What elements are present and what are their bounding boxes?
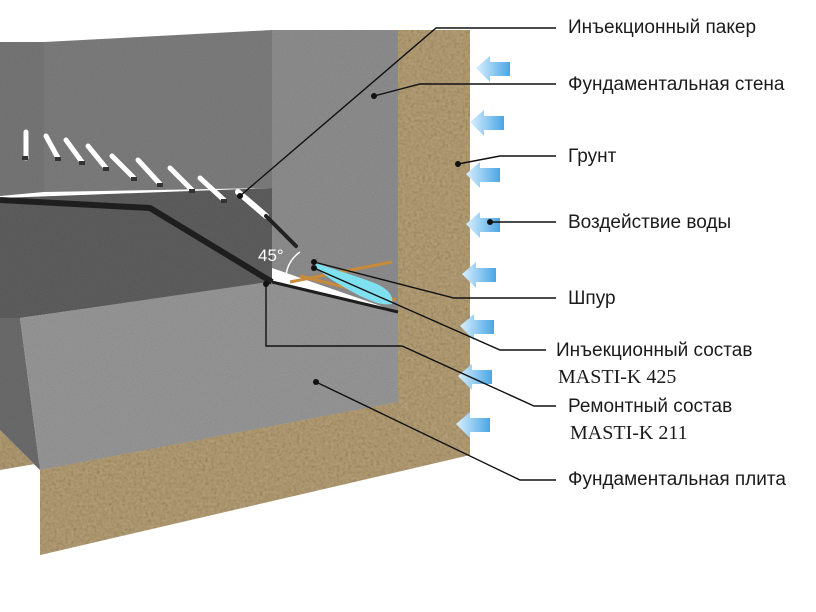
foundation-wall-face	[272, 30, 398, 312]
soil-under-slab-front	[40, 402, 470, 555]
back-wall	[44, 30, 272, 192]
label-repair-compound: Ремонтный состав	[568, 396, 733, 417]
packer-heads	[22, 156, 227, 203]
repair-seal-line	[0, 197, 274, 285]
label-water-pressure: Воздействие воды	[568, 212, 732, 233]
label-soil: Грунт	[568, 146, 617, 167]
angle-arc	[285, 251, 301, 277]
leader-bore	[313, 261, 556, 299]
angle-label: 45°	[258, 246, 284, 265]
label-foundation-slab: Фундаментальная плита	[568, 469, 786, 490]
slab-side-face	[0, 318, 40, 470]
label-foundation-wall: Фундаментальная стена	[568, 74, 785, 95]
water-arrow-icon	[460, 314, 494, 340]
water-arrow-icon	[466, 162, 500, 188]
water-arrows	[456, 56, 510, 438]
label-bore-hole: Шпур	[568, 288, 616, 309]
slab-top	[0, 188, 272, 318]
repair-seal-line-wall	[271, 280, 399, 314]
label-injection-packer: Инъекционный пакер	[568, 17, 757, 38]
leader-injection	[313, 267, 546, 351]
water-arrow-icon	[476, 56, 510, 82]
leader-packer	[239, 27, 556, 197]
soil-gravel	[398, 30, 470, 455]
packer-row	[23, 129, 298, 248]
leader-repair	[265, 284, 556, 407]
label-repair-product: MASTI-K 211	[570, 422, 688, 444]
leader-soil	[457, 155, 556, 165]
back-wall-left	[0, 42, 44, 196]
leader-dots	[237, 93, 493, 385]
foundation-slab-face	[20, 282, 398, 470]
water-arrow-icon	[470, 110, 504, 136]
leader-lines	[239, 27, 556, 481]
leader-wall	[373, 83, 556, 97]
water-arrow-icon	[466, 212, 500, 238]
leader-slab	[315, 381, 556, 481]
water-arrow-icon	[462, 262, 496, 288]
water-arrow-icon	[456, 412, 490, 438]
label-injection-product: MASTI-K 425	[558, 366, 677, 388]
label-injection-compound: Инъекционный состав	[556, 340, 753, 361]
